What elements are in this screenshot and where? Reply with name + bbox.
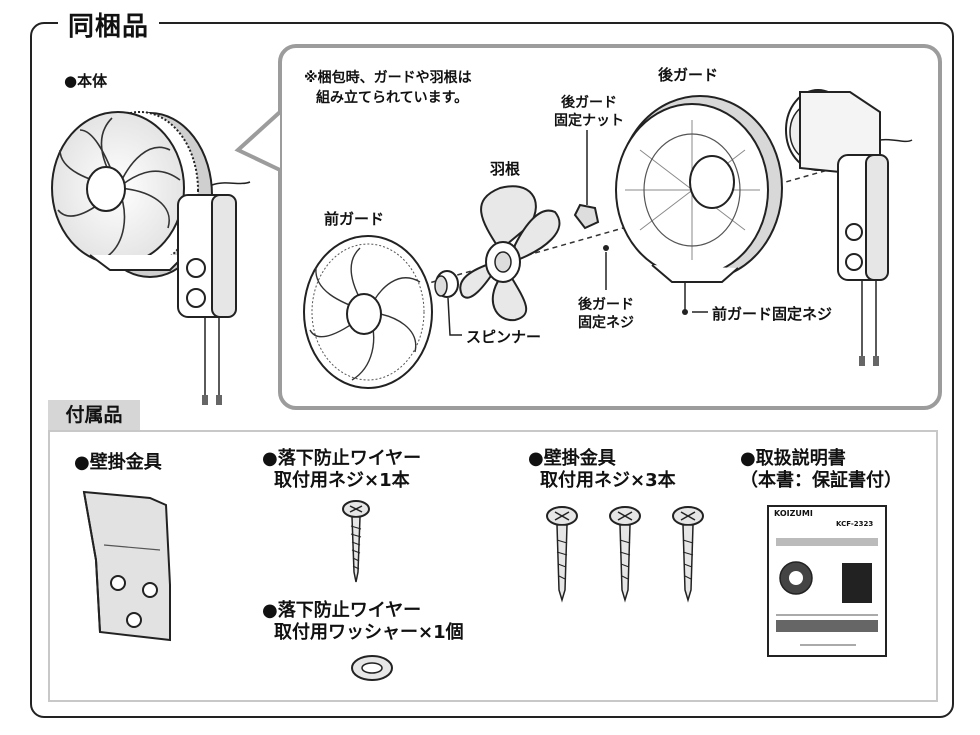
wall-bracket-illustration [82, 490, 171, 642]
outer-frame [30, 22, 954, 718]
rear-guard-nut-label: 後ガード 固定ナット [544, 94, 634, 130]
rear-guard-screw-label: 後ガード 固定ネジ [566, 296, 646, 332]
manual-label-line1: ●取扱説明書 [740, 448, 846, 469]
spinner-illustration [434, 270, 462, 336]
front-guard-illustration [303, 235, 433, 389]
main-unit-fan-illustration [51, 111, 251, 405]
rear-guard-illustration [615, 95, 783, 315]
rear-guard-label: 後ガード [658, 66, 719, 84]
bracket-screws-label-line2: 取付用ネジ×3本 [540, 470, 676, 491]
wire-washer-illustration [351, 655, 393, 681]
main-unit-label: ●本体 [64, 72, 108, 90]
motor-housing-illustration [785, 89, 913, 366]
assembly-note-line2: 組み立てられています。 [316, 90, 469, 106]
manual-brand-text: KOIZUMI [774, 509, 813, 518]
blade-illustration [459, 185, 561, 322]
manual-model-text: KCF-2323 [836, 520, 874, 528]
wire-screw-label-line1: ●落下防止ワイヤー [262, 448, 422, 469]
rear-guard-screw-illustration [603, 245, 609, 290]
wire-screw-label-line2: 取付用ネジ×1本 [274, 470, 410, 491]
assembly-note-line1: ※梱包時、ガードや羽根は [304, 70, 472, 86]
manual-booklet-illustration [767, 505, 887, 657]
callout-pointer [234, 110, 282, 172]
wire-screw-label: ●落下防止ワイヤー 取付用ネジ×1本 [262, 448, 421, 492]
accessories-frame [48, 430, 938, 702]
rear-guard-nut-label-line2: 固定ナット [554, 113, 624, 129]
bracket-screws-illustration [546, 506, 704, 603]
rear-guard-screw-label-line1: 後ガード [578, 297, 634, 313]
spinner-label: スピンナー [466, 328, 542, 346]
front-guard-label: 前ガード [324, 210, 385, 228]
rear-guard-nut-label-line1: 後ガード [561, 95, 617, 111]
section-title: 同梱品 [58, 6, 160, 43]
manual-label: ●取扱説明書 （本書：保証書付） [740, 448, 902, 492]
blade-label: 羽根 [490, 160, 521, 178]
assembly-note: ※梱包時、ガードや羽根は 組み立てられています。 [304, 68, 472, 108]
wire-screw-illustration [342, 500, 370, 583]
accessories-title: 付属品 [48, 400, 140, 430]
front-guard-screw-label: 前ガード固定ネジ [712, 305, 833, 323]
wall-bracket-label: ●壁掛金具 [74, 452, 162, 473]
rear-guard-screw-label-line2: 固定ネジ [578, 315, 634, 331]
manual-label-line2: （本書：保証書付） [740, 470, 902, 491]
bracket-screws-label-line1: ●壁掛金具 [528, 448, 616, 469]
wire-washer-label-line1: ●落下防止ワイヤー [262, 600, 422, 621]
wire-washer-label-line2: 取付用ワッシャー×1個 [274, 622, 464, 643]
rear-guard-nut-illustration [573, 130, 600, 230]
bracket-screws-label: ●壁掛金具 取付用ネジ×3本 [528, 448, 676, 492]
wire-washer-label: ●落下防止ワイヤー 取付用ワッシャー×1個 [262, 600, 464, 644]
